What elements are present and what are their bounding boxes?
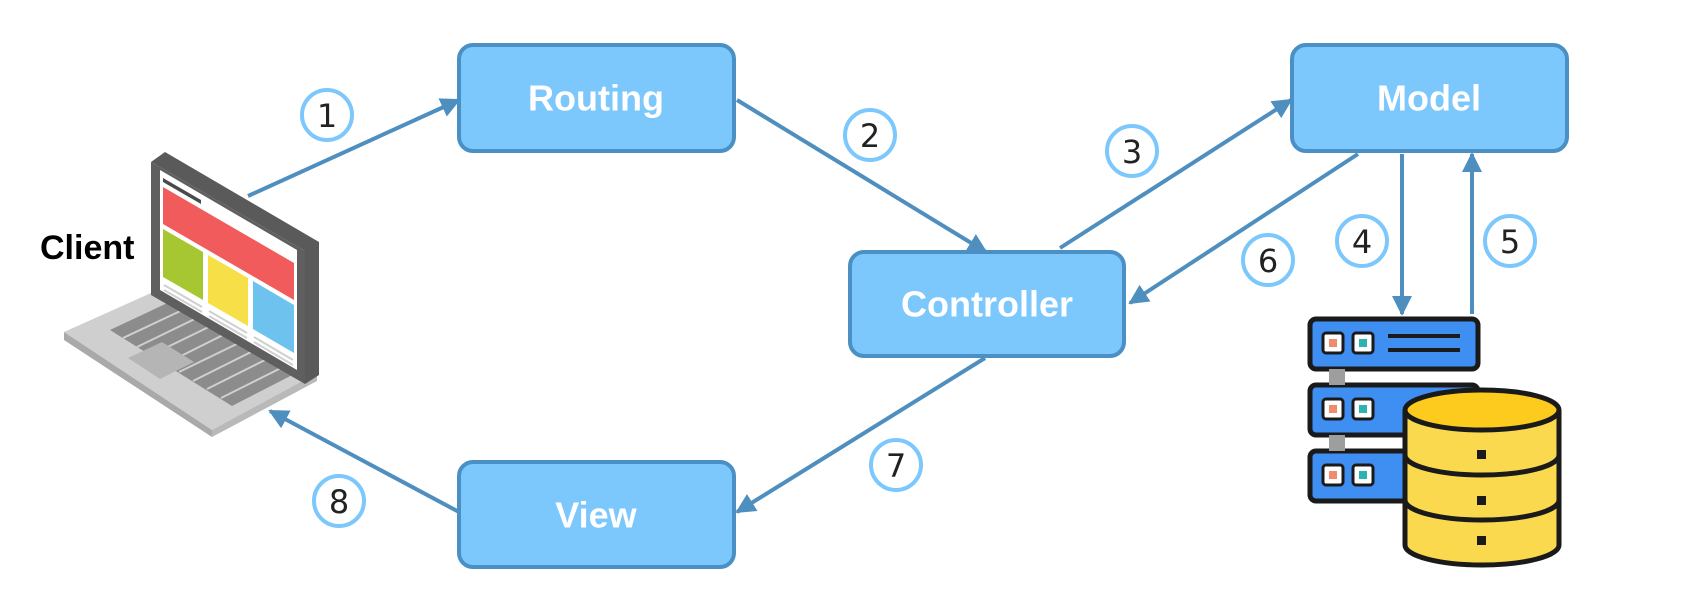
step-number-1: 1 bbox=[317, 97, 337, 135]
node-controller-label: Controller bbox=[901, 284, 1073, 325]
database-server-icon bbox=[1307, 316, 1562, 568]
node-model: Model bbox=[1290, 43, 1569, 153]
step-number-2: 2 bbox=[860, 117, 880, 155]
step-marker-5: 5 bbox=[1483, 214, 1537, 268]
step-marker-8: 8 bbox=[312, 474, 366, 528]
step-number-7: 7 bbox=[886, 447, 906, 485]
node-view-label: View bbox=[555, 495, 637, 536]
arrow-model-to-controller bbox=[1128, 152, 1360, 305]
step-number-5: 5 bbox=[1500, 223, 1520, 261]
node-routing-label: Routing bbox=[528, 78, 664, 119]
arrow-client-to-routing bbox=[247, 98, 461, 198]
laptop-icon bbox=[64, 152, 319, 437]
step-number-8: 8 bbox=[329, 483, 349, 521]
arrow-controller-to-view bbox=[735, 356, 987, 514]
node-routing: Routing bbox=[457, 43, 736, 153]
node-controller: Controller bbox=[848, 250, 1126, 358]
step-marker-4: 4 bbox=[1335, 214, 1389, 268]
step-marker-7: 7 bbox=[869, 438, 923, 492]
step-marker-2: 2 bbox=[843, 108, 897, 162]
arrow-controller-to-model bbox=[1058, 98, 1293, 250]
step-marker-3: 3 bbox=[1105, 124, 1159, 178]
arrow-routing-to-controller bbox=[735, 98, 988, 254]
node-model-label: Model bbox=[1377, 78, 1481, 119]
client-label: Client bbox=[40, 229, 134, 267]
step-number-3: 3 bbox=[1122, 133, 1142, 171]
arrow-view-to-client bbox=[268, 409, 460, 514]
step-marker-6: 6 bbox=[1241, 233, 1295, 287]
step-marker-1: 1 bbox=[300, 88, 354, 142]
node-view: View bbox=[457, 460, 736, 569]
step-number-6: 6 bbox=[1258, 242, 1278, 280]
step-number-4: 4 bbox=[1352, 223, 1372, 261]
